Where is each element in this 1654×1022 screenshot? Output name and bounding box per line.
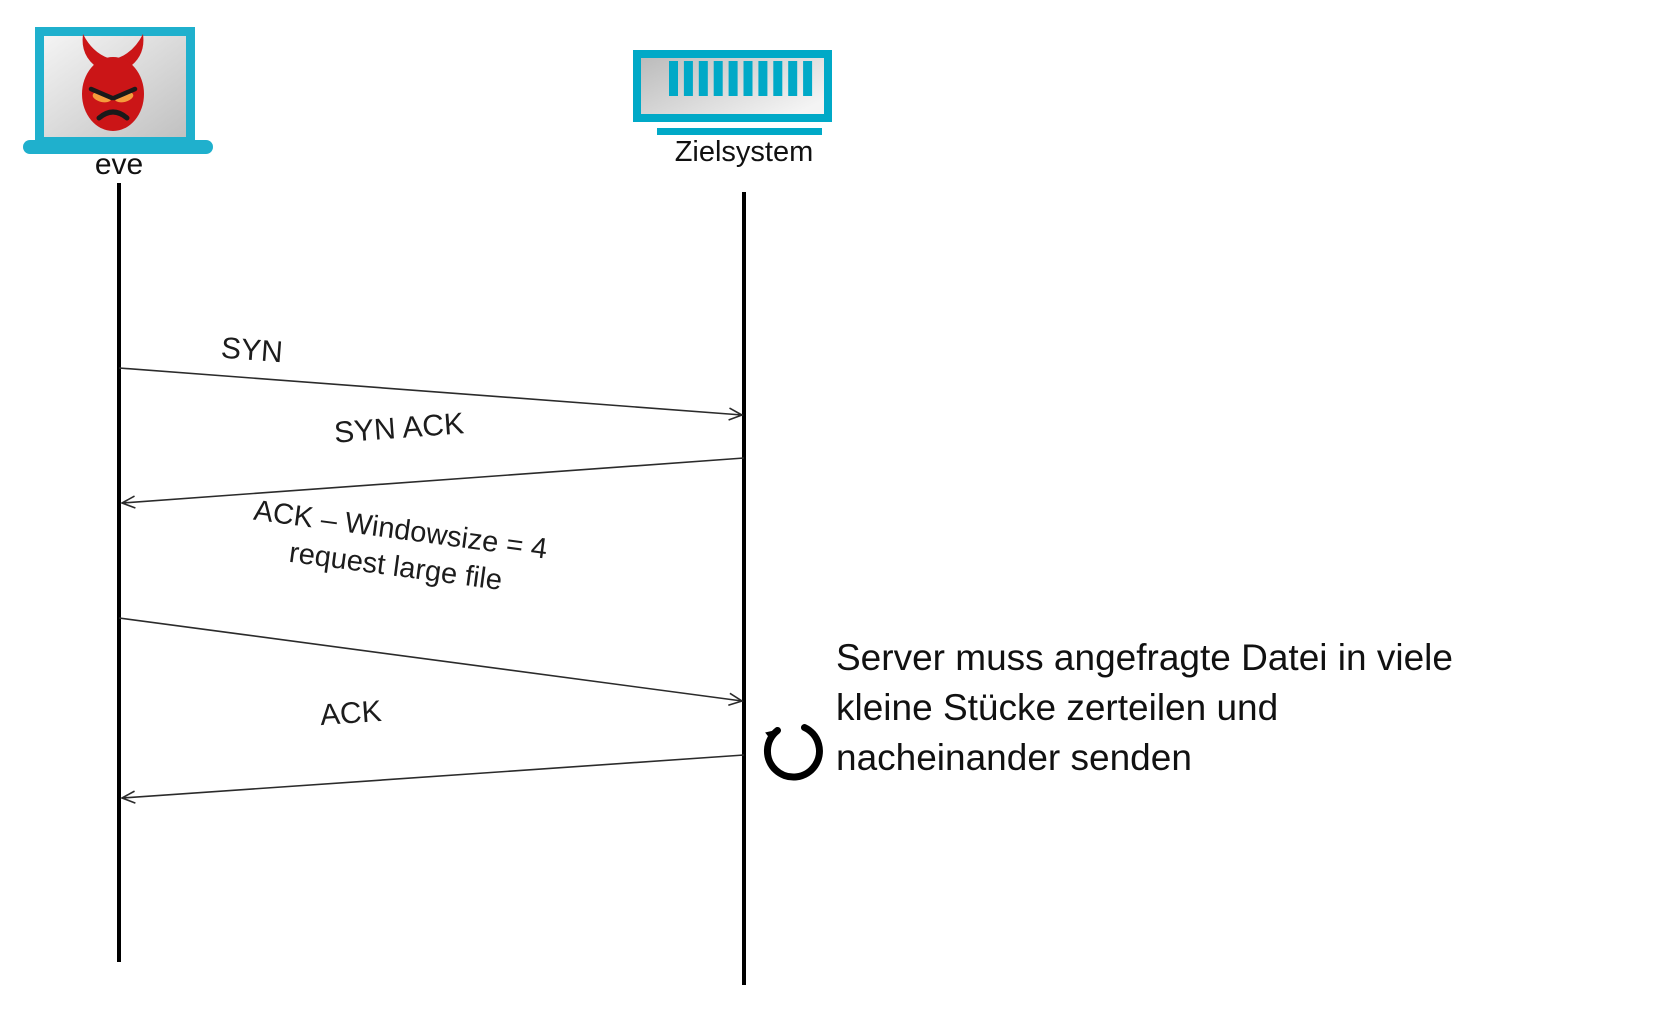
message-label-ack: ACK (318, 694, 383, 733)
annotation-line-3: nacheinander senden (836, 737, 1192, 778)
lifeline-eve (117, 183, 121, 962)
laptop-base (23, 140, 213, 154)
devil-laptop-icon (23, 27, 213, 154)
devil-right-horn (118, 34, 144, 68)
devil-head (82, 57, 144, 131)
arrow-ack (120, 754, 745, 804)
annotation-line-1: Server muss angefragte Datei in viele (836, 637, 1453, 678)
devil-right-brow (111, 86, 138, 101)
devil-face-icon (82, 34, 144, 131)
actor-label-zielsystem: Zielsystem (674, 136, 814, 168)
refresh-icon (763, 724, 823, 781)
arrow-syn (118, 367, 744, 421)
devil-left-horn (82, 34, 108, 68)
arrow-syn-ack (120, 457, 745, 509)
annotation-line-2: kleine Stücke zerteilen und (836, 687, 1279, 728)
server-icon (633, 50, 832, 135)
devil-frown-mouth (96, 109, 130, 121)
message-label-syn-ack: SYN ACK (332, 407, 466, 450)
annotation-text: Server muss angefragte Datei in viele kl… (836, 633, 1556, 783)
server-base-bar (657, 128, 822, 135)
arrow-ack-windowsize (118, 617, 744, 706)
message-label-ack-windowsize: ACK – Windowsize = 4 request large file (234, 491, 563, 607)
message-label-syn: SYN (219, 331, 284, 370)
lifeline-zielsystem (742, 192, 746, 985)
devil-left-brow (88, 86, 115, 101)
server-vents (669, 61, 813, 96)
actor-label-eve: eve (94, 148, 144, 181)
